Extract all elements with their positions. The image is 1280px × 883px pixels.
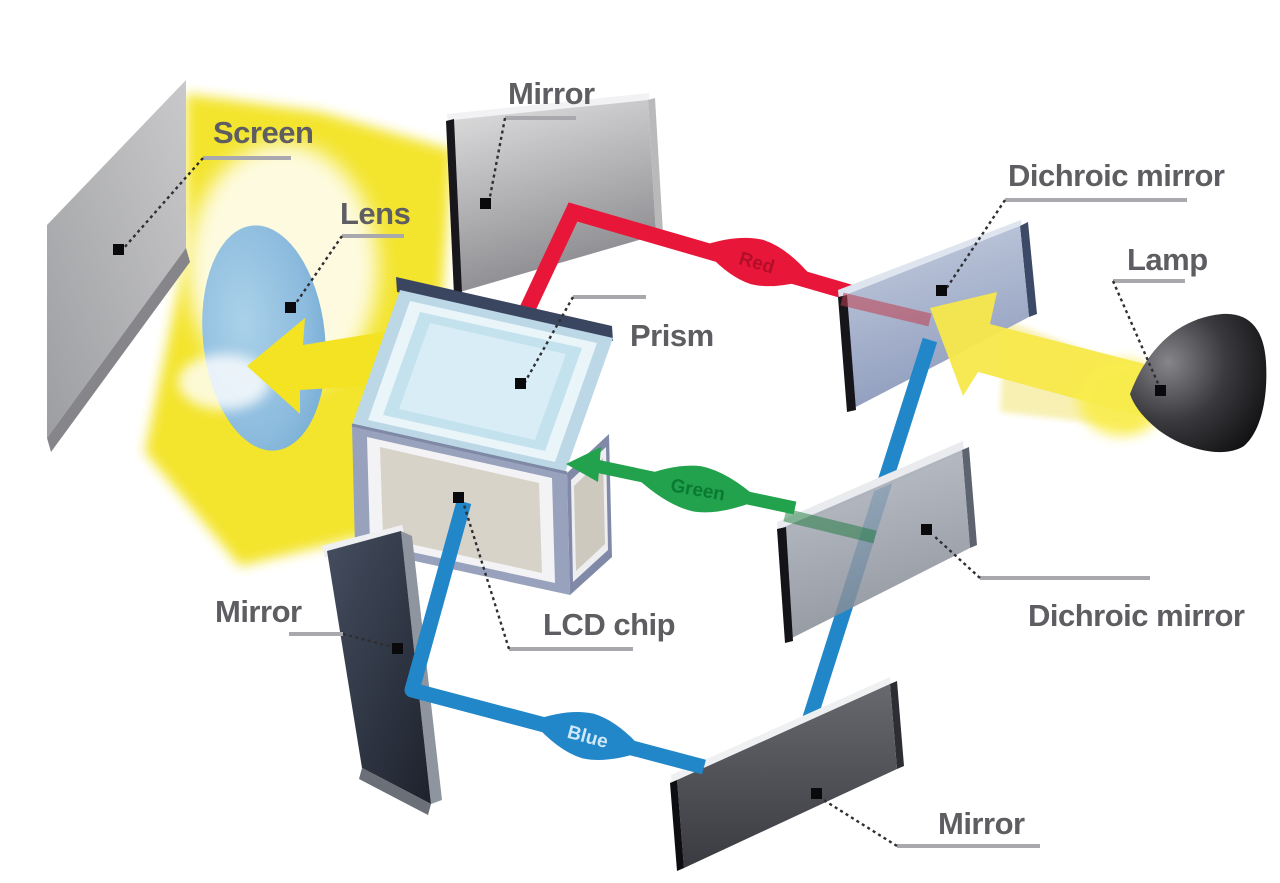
dichroic-mirror-right [777, 441, 977, 643]
lens-exit-glow [178, 354, 270, 410]
dichroic-right-leader-line [933, 535, 981, 579]
lens-label: Lens [340, 196, 410, 231]
lens-marker [285, 302, 296, 313]
label-prism: Prism [515, 295, 714, 389]
mirror-b-label: Mirror [938, 806, 1025, 841]
red-badge-shape [701, 237, 813, 287]
mirror-top-leader-line [487, 117, 507, 203]
mirror-bottom [670, 677, 904, 871]
prism-top-bevel-3 [399, 323, 566, 440]
mirror-bl-face [327, 531, 431, 804]
label-mirror-top: Mirror [480, 76, 596, 209]
red-beam-badge: Red [701, 237, 813, 287]
label-dichroic-top: Dichroic mirror [936, 158, 1225, 296]
screen [47, 80, 190, 452]
mirror-b-right-edge [890, 681, 904, 769]
dichroic2-left-edge [777, 527, 793, 643]
dichroic-right-marker [921, 524, 932, 535]
dichroic2-green-streak [783, 508, 877, 544]
dichroic1-right-edge [1020, 222, 1037, 317]
label-mirror-bottom-left: Mirror [215, 594, 403, 654]
mirror-bl-label: Mirror [215, 594, 302, 629]
mirror-top [446, 93, 663, 295]
dichroic2-face [782, 450, 970, 640]
lamp-leader-line [1111, 280, 1162, 389]
mirror-top-label: Mirror [508, 76, 595, 111]
mirror-b-leader-line [821, 797, 898, 848]
mirror-b-marker [811, 788, 822, 799]
green-beam: Green [566, 447, 797, 515]
label-screen: Screen [113, 115, 314, 255]
prism-front-top-edge [351, 423, 568, 475]
mirror-b-face [677, 684, 897, 868]
green-beam-arrowhead [566, 447, 601, 482]
mirror-top-left-edge [446, 119, 462, 295]
lcd-chip-label: LCD chip [543, 607, 675, 642]
lens-leader-line [293, 235, 343, 307]
label-lamp: Lamp [1111, 242, 1208, 396]
screen-face [47, 80, 186, 438]
screen-label: Screen [213, 115, 313, 150]
label-dichroic-right: Dichroic mirror [921, 524, 1245, 633]
label-lcd-chip: LCD chip [453, 492, 676, 651]
screen-marker [113, 244, 124, 255]
label-lens: Lens [285, 196, 411, 313]
blue-beam-badge: Blue [531, 712, 645, 760]
green-beam-badge: Green [636, 465, 760, 513]
screen-leader-line [122, 157, 204, 250]
lamp [1078, 313, 1267, 453]
green-badge-shape [636, 465, 760, 513]
label-mirror-bottom: Mirror [811, 788, 1040, 848]
mirror-bl-bottom-edge [359, 768, 431, 815]
prism-label: Prism [630, 318, 714, 353]
screen-bottom-edge [47, 248, 190, 452]
mirror-bl-leader-line [342, 632, 398, 650]
callouts: Screen Lens Mirror Prism Dichroi [113, 76, 1245, 848]
dichroic2-right-edge [962, 447, 977, 548]
dichroic1-left-edge [838, 295, 856, 412]
blue-beam-lower: Blue [404, 500, 706, 775]
prism-top-rim [396, 277, 613, 341]
dichroic-right-label: Dichroic mirror [1028, 598, 1245, 633]
lcd-chip-marker [453, 492, 464, 503]
lamp-body [1130, 313, 1267, 453]
mirror-top-face [452, 100, 656, 292]
mirror-b-left-edge [670, 780, 684, 871]
dichroic1-red-streak [840, 292, 932, 327]
prism-marker [515, 378, 526, 389]
mirror-top-marker [480, 198, 491, 209]
dichroic-top-label: Dichroic mirror [1008, 158, 1225, 193]
mirror-bl-marker [392, 643, 403, 654]
lamp-marker [1155, 385, 1166, 396]
mirror-top-right-edge [648, 98, 663, 235]
lamp-label: Lamp [1127, 242, 1208, 277]
prism-right-panel [574, 458, 605, 571]
blue-badge-shape [531, 712, 645, 760]
dichroic-top-leader-line [944, 199, 1007, 290]
dichroic-top-marker [936, 285, 947, 296]
red-beam: Red [519, 202, 855, 314]
